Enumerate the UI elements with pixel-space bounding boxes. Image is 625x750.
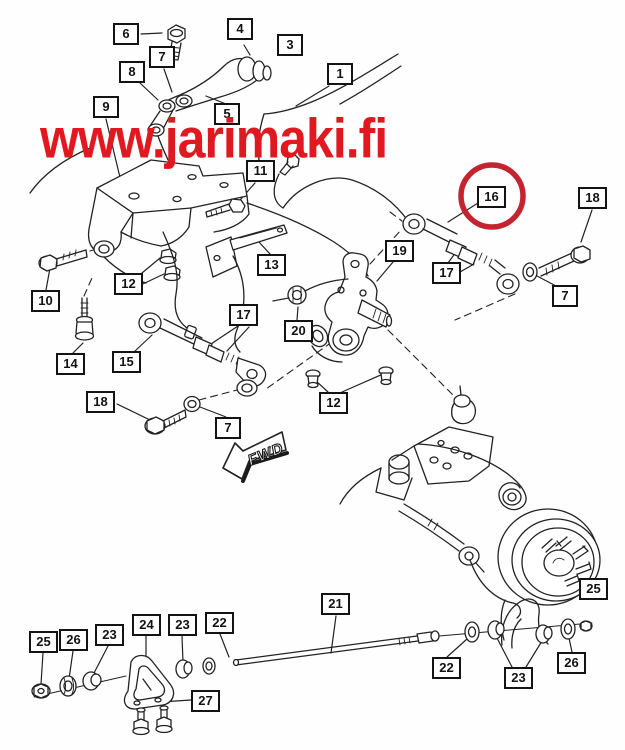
upper-arm-bolt — [167, 24, 186, 61]
bolt-10 — [38, 249, 88, 272]
watermark-text: www.jarimaki.fi — [40, 107, 388, 170]
highlight-circle-16 — [458, 162, 526, 230]
lateral-link-right — [402, 213, 591, 295]
stabilizer-bar-assembly — [31, 618, 593, 736]
bracket-13 — [205, 224, 288, 278]
bolt-18-washer-7-left — [144, 395, 201, 435]
crossmember-bolt — [205, 198, 246, 218]
grommet-20 — [272, 278, 349, 305]
sensor-bolt — [279, 154, 300, 176]
subframe-assembly — [339, 385, 527, 573]
rear-knuckle — [307, 252, 393, 363]
bolts-12-center — [305, 366, 394, 389]
upper-control-arm — [160, 56, 272, 112]
crossmember-bracket — [87, 159, 250, 284]
stabilizer-link — [147, 99, 176, 171]
bolt-14 — [74, 297, 95, 341]
brake-drum — [497, 508, 601, 606]
fwd-arrow: FWD — [222, 431, 289, 483]
lateral-link-left — [138, 312, 267, 397]
body-panel-lines — [29, 53, 409, 277]
